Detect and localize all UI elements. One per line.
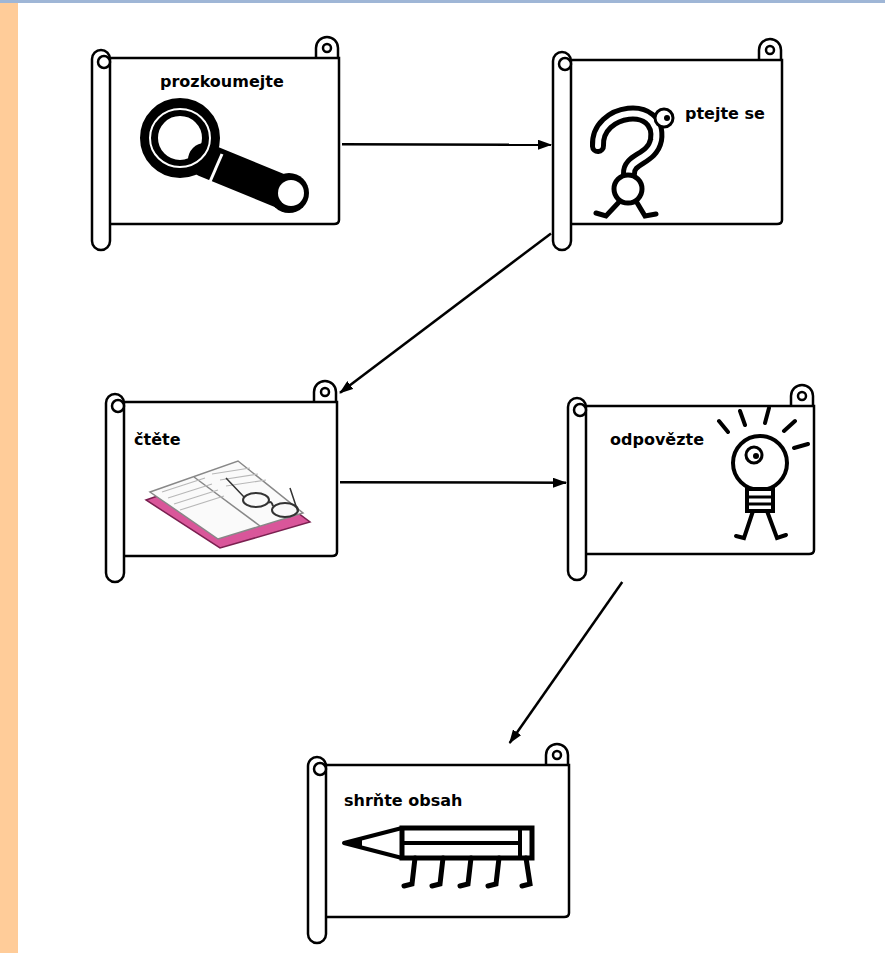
- scroll-part: [791, 385, 813, 408]
- lightbulb-icon: [719, 408, 808, 538]
- scroll-part: [324, 765, 569, 917]
- flow-arrow: [340, 481, 566, 484]
- scroll-outline: [104, 380, 340, 584]
- scroll-part: [553, 751, 561, 759]
- step-label: ptejte se: [685, 104, 765, 124]
- scroll-part: [321, 388, 329, 396]
- scroll-box: odpovězte: [566, 384, 817, 582]
- scroll-part: [798, 392, 806, 400]
- flow-arrow: [342, 143, 551, 146]
- scroll-part: [92, 50, 110, 250]
- scroll-part: [106, 394, 124, 582]
- top-bar: [0, 0, 885, 3]
- scroll-part: [553, 52, 571, 250]
- flow-arrow: [510, 582, 623, 743]
- pencil-icon: [344, 828, 532, 886]
- scroll-part: [574, 404, 586, 416]
- scroll-outline: [90, 36, 342, 252]
- scroll-part: [568, 398, 586, 580]
- scroll-part: [546, 744, 568, 767]
- scroll-part: [569, 60, 782, 224]
- scroll-part: [98, 56, 110, 68]
- scroll-outline: [566, 384, 817, 582]
- side-strip: [0, 0, 18, 953]
- scroll-part: [314, 763, 326, 775]
- scroll-part: [766, 46, 774, 54]
- scroll-box: ptejte se: [551, 38, 785, 252]
- step-label: prozkoumejte: [160, 72, 284, 92]
- book-icon: [146, 461, 310, 548]
- step-label: odpovězte: [610, 430, 704, 450]
- question-figure-icon: [596, 109, 673, 216]
- scroll-box: shrňte obsah: [306, 743, 572, 945]
- scroll-part: [308, 757, 326, 943]
- scroll-part: [316, 37, 338, 60]
- step-label: shrňte obsah: [344, 791, 462, 811]
- scroll-part: [122, 402, 337, 556]
- magnifier-icon: [149, 107, 309, 213]
- scroll-part: [112, 400, 124, 412]
- step-label: čtěte: [134, 430, 180, 450]
- scroll-part: [108, 58, 339, 224]
- scroll-part: [559, 58, 571, 70]
- scroll-part: [759, 39, 781, 62]
- scroll-box: čtěte: [104, 380, 340, 584]
- flow-arrow: [340, 233, 551, 392]
- scroll-part: [314, 381, 336, 404]
- scroll-box: prozkoumejte: [90, 36, 342, 252]
- scroll-outline: [306, 743, 572, 945]
- scroll-outline: [551, 38, 785, 252]
- scroll-part: [584, 406, 814, 554]
- scroll-part: [323, 44, 331, 52]
